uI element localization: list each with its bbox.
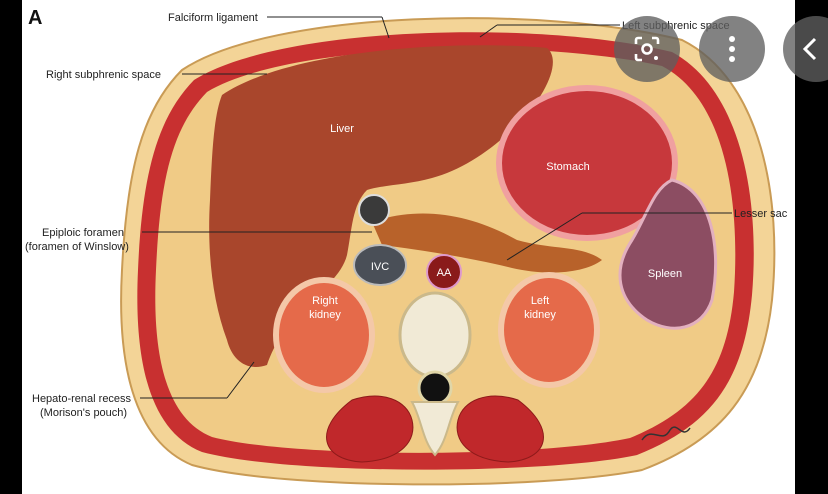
lens-search-button[interactable] <box>614 16 680 82</box>
spinal-canal <box>419 372 451 404</box>
organ-label-liver: Liver <box>330 123 354 135</box>
more-options-button[interactable] <box>699 16 765 82</box>
label-hepatorenal-recess: Hepato-renal recess <box>32 393 132 405</box>
anatomy-figure: A Falciform ligament Left subphrenic spa… <box>22 0 795 494</box>
label-epiploic-foramen: Epiploic foramen <box>42 227 124 239</box>
organ-label-right-kidney-2: kidney <box>309 309 341 321</box>
organ-label-ivc: IVC <box>371 261 389 273</box>
organ-label-aa: AA <box>437 267 452 279</box>
label-foramen-of-winslow: (foramen of Winslow) <box>25 241 129 253</box>
organ-label-left-kidney-1: Left <box>531 295 549 307</box>
chevron-left-icon <box>800 36 820 62</box>
vertebral-body <box>400 293 470 377</box>
organ-label-spleen: Spleen <box>648 268 682 280</box>
label-lesser-sac: Lesser sac <box>734 208 788 220</box>
organ-label-left-kidney-2: kidney <box>524 309 556 321</box>
abdomen-cross-section-illustration: A Falciform ligament Left subphrenic spa… <box>22 0 795 494</box>
left-kidney <box>501 275 597 385</box>
portal-vein <box>359 195 389 225</box>
panel-label: A <box>28 7 42 29</box>
label-morisons-pouch: (Morison's pouch) <box>40 407 127 419</box>
organ-label-right-kidney-1: Right <box>312 295 338 307</box>
label-falciform-ligament: Falciform ligament <box>168 12 258 24</box>
more-vertical-icon <box>727 34 737 64</box>
label-right-subphrenic-space: Right subphrenic space <box>46 69 161 81</box>
lens-search-icon <box>632 34 662 64</box>
organ-label-stomach: Stomach <box>546 161 589 173</box>
